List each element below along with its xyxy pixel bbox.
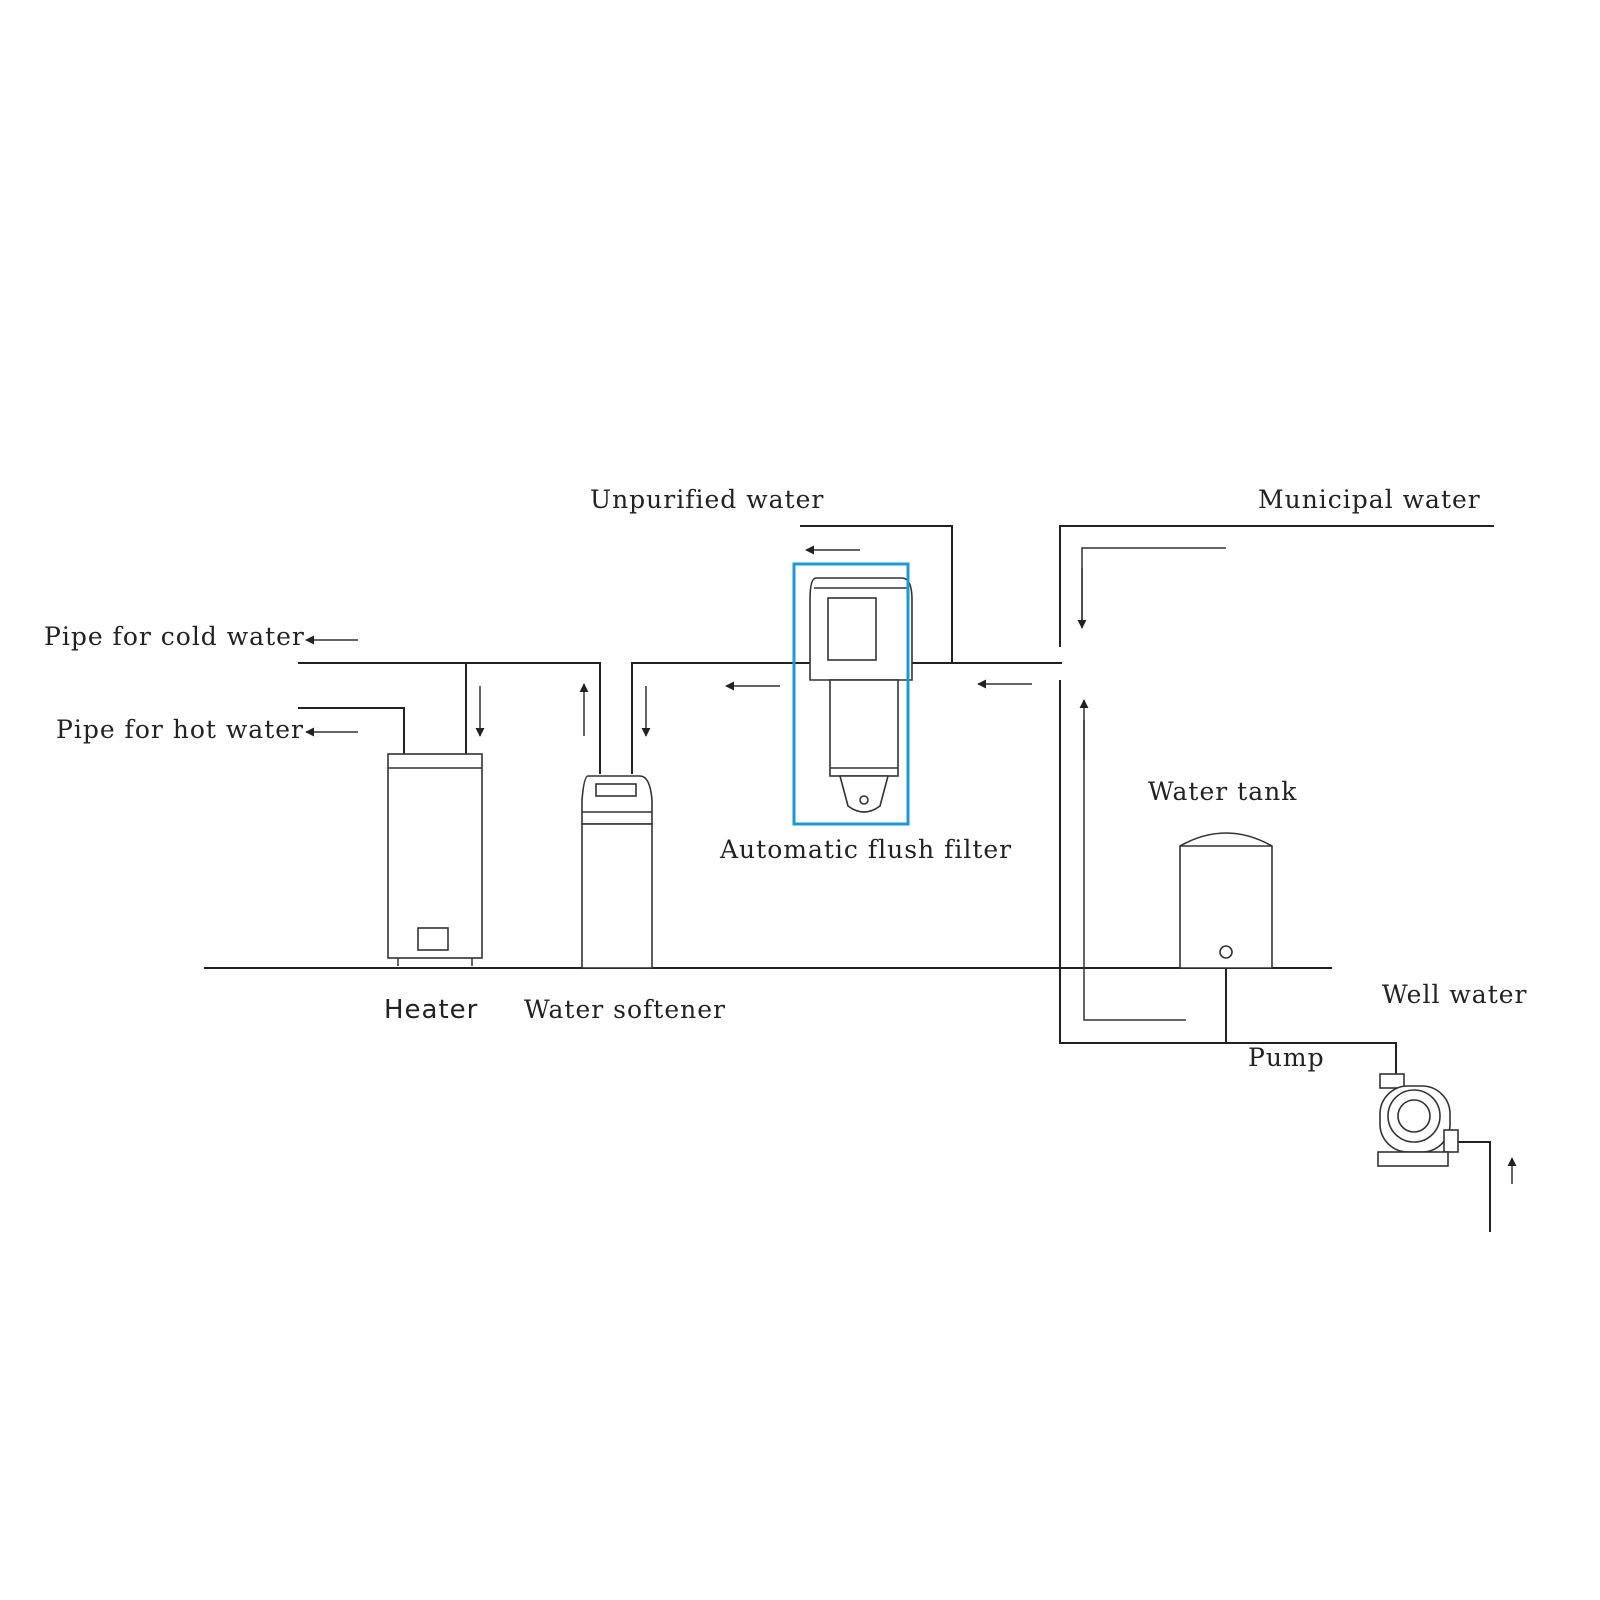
filter-highlight-frame [792,562,910,826]
label-water-tank: Water tank [1148,777,1297,806]
pump-inlet-neck [1379,1073,1405,1089]
label-municipal-water: Municipal water [1258,485,1481,514]
well-supply-pipe [1059,680,1397,1078]
flow-arrows [305,545,1517,1184]
unpurified-bypass-pipe [800,525,953,663]
municipal-supply-pipe [1059,525,1494,647]
softener-inlet-pipe [631,662,1062,774]
label-pump: Pump [1248,1043,1325,1072]
softener-tank [581,823,653,969]
hot-pipe-line [298,707,405,754]
filter-drain [859,795,869,805]
well-flow-guide [1083,720,1186,1021]
label-unpurified-water: Unpurified water [590,485,824,514]
filter-window [827,597,877,661]
automatic-flush-filter [792,562,913,826]
softener-display [595,783,637,797]
pipes [204,525,1494,1232]
tank-body [1179,832,1273,969]
water-softener [581,775,653,969]
label-hot-pipe: Pipe for hot water [56,715,304,744]
label-heater: Heater [384,995,478,1025]
label-well-water: Well water [1382,980,1528,1009]
pump-impeller-inner [1397,1099,1431,1133]
label-cold-pipe: Pipe for cold water [44,622,305,651]
water-tank [1179,832,1273,969]
pump [1377,1073,1459,1167]
filter-bowl [829,679,899,777]
cold-pipe-line [298,662,601,774]
pump-base [1377,1151,1449,1167]
tank-port [1219,945,1233,959]
municipal-flow-guide [1081,547,1226,620]
heater-panel [417,927,449,951]
well-inlet-pipe [1452,1141,1491,1232]
pump-outlet [1443,1129,1459,1153]
heater-body [387,753,483,959]
label-water-softener: Water softener [524,995,726,1024]
heater [387,753,483,966]
filter-valve [838,775,890,813]
label-automatic-flush-filter: Automatic flush filter [719,835,1012,864]
